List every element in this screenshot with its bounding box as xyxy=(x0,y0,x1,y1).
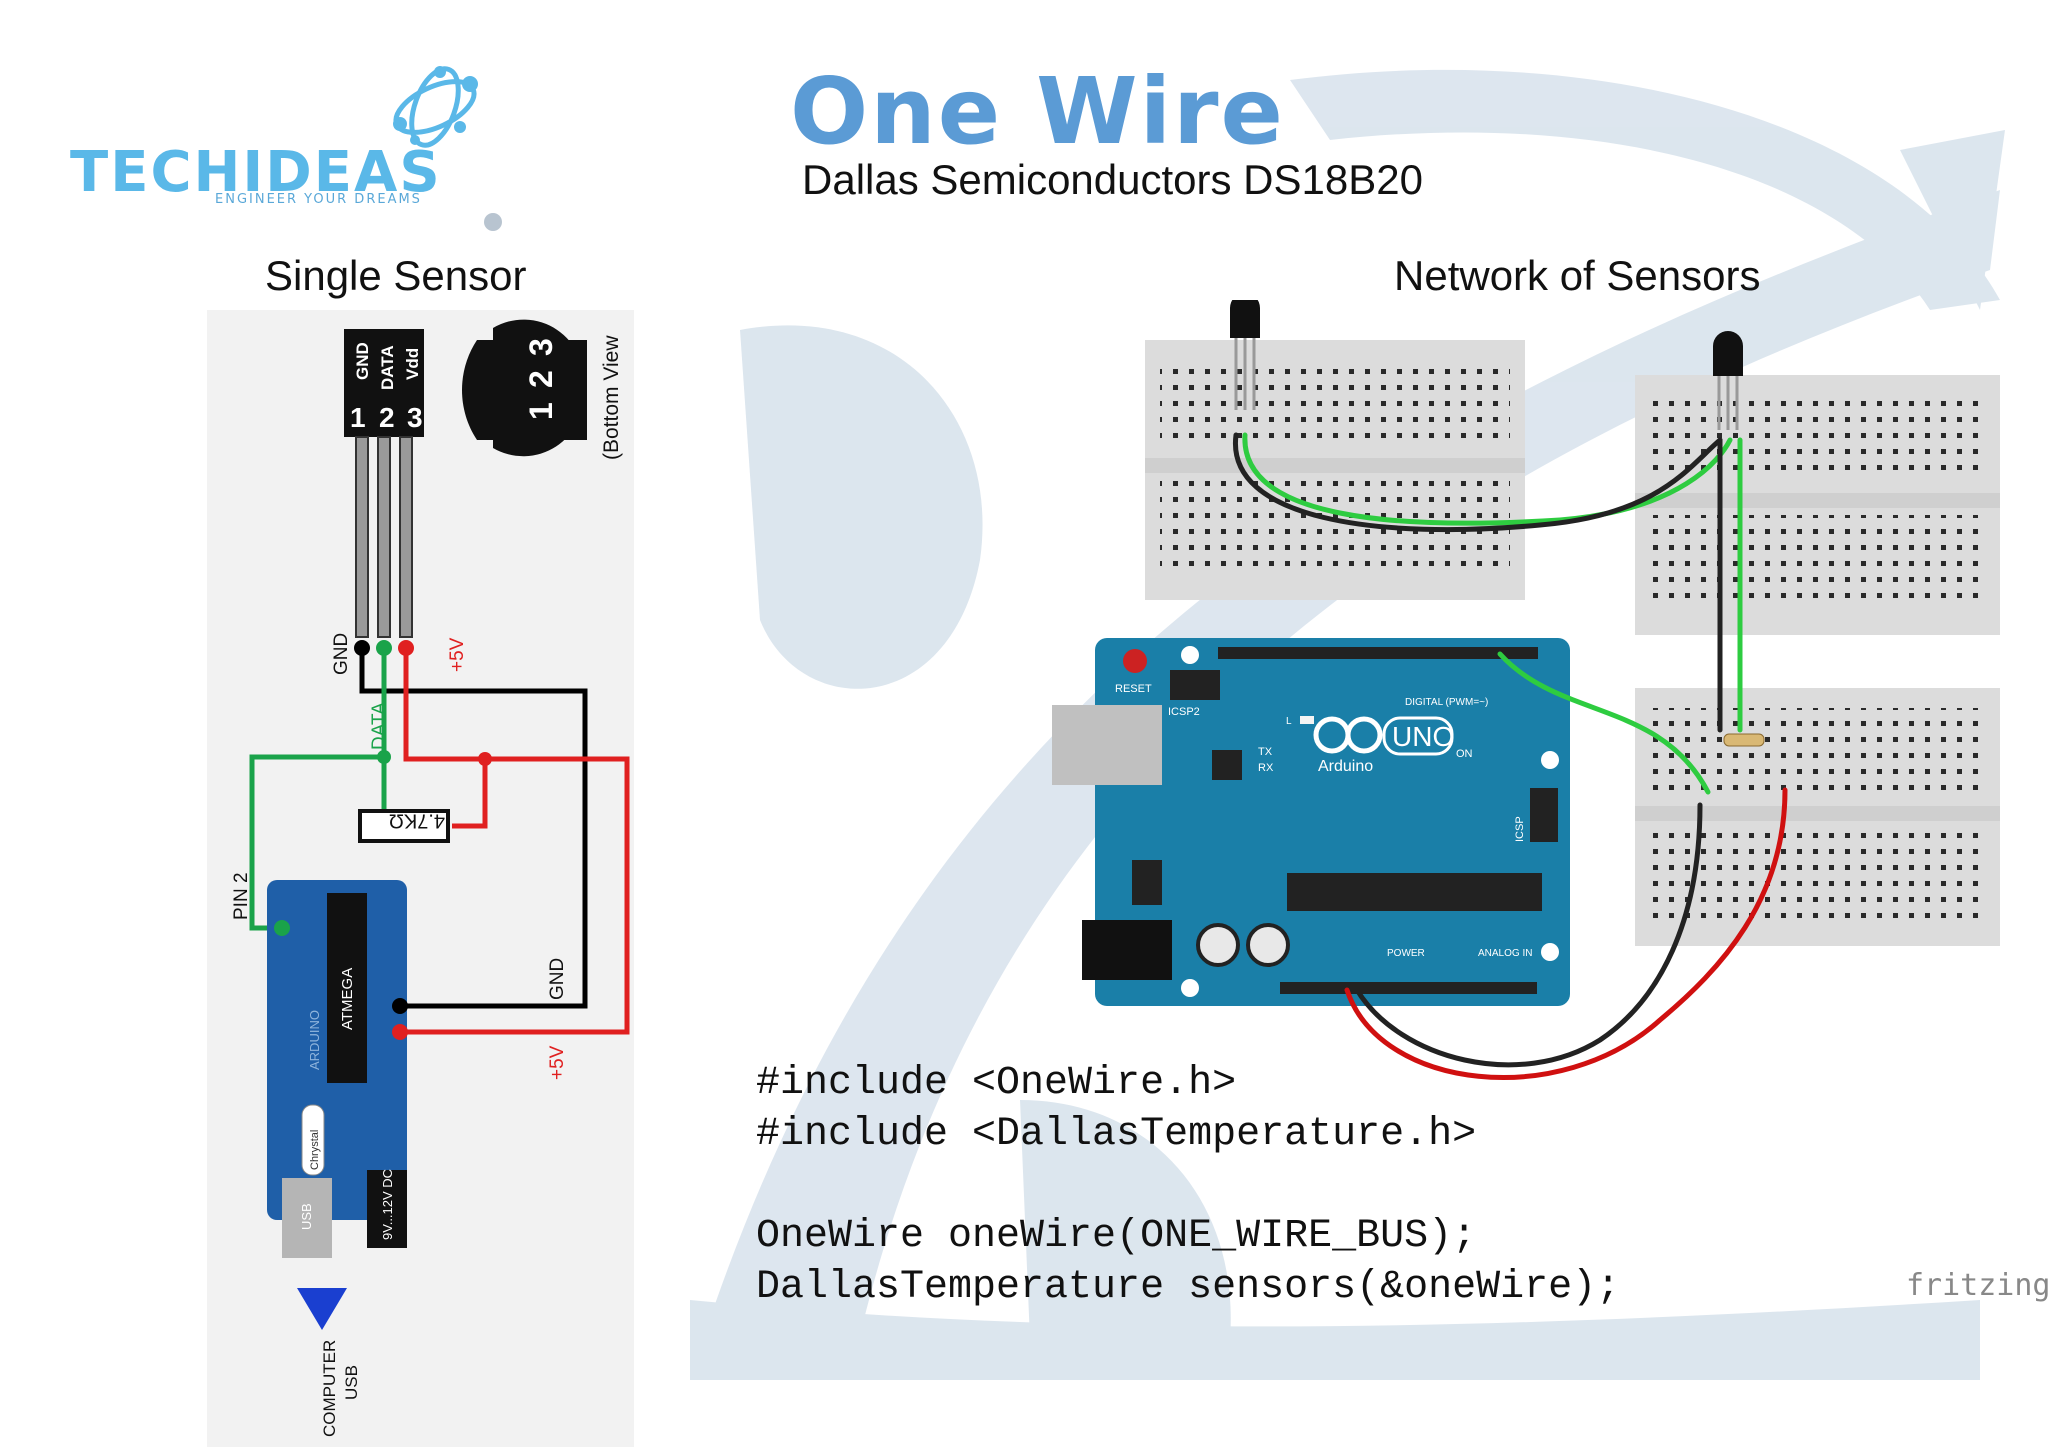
page-title: One Wire xyxy=(790,58,1285,165)
board-label-gnd: GND xyxy=(547,958,568,1000)
data-wire xyxy=(249,648,387,931)
gnd-wire xyxy=(359,648,588,1009)
chip-label: ATMEGA xyxy=(339,968,356,1030)
bottom-number-3: 3 xyxy=(523,338,559,356)
red-wire-5v xyxy=(1344,787,1788,1080)
reset-label: RESET xyxy=(1115,683,1152,695)
logo-tagline: ENGINEER YOUR DREAMS xyxy=(215,192,422,207)
power-header-label: POWER xyxy=(1387,948,1425,959)
rx-label: RX xyxy=(1258,762,1274,774)
resistor-label: 4.7KΩ xyxy=(389,810,445,832)
vcc-resistor-wire xyxy=(452,759,488,829)
network-resistor xyxy=(1723,733,1765,747)
black-wire-sensors xyxy=(1233,432,1723,533)
green-wire-sensors xyxy=(1242,432,1733,526)
fritzing-credit: fritzing xyxy=(1906,1268,2048,1303)
code-line-4: OneWire oneWire(ONE_WIRE_BUS); xyxy=(756,1214,1477,1259)
usb-arrow-icon xyxy=(297,1288,347,1330)
page-subtitle: Dallas Semiconductors DS18B20 xyxy=(802,156,1423,203)
logo-wordmark: TECHIDEAS xyxy=(70,140,442,205)
pin-number-2: 2 xyxy=(379,402,395,433)
resistor xyxy=(358,809,450,843)
bottom-number-2: 2 xyxy=(523,370,559,388)
code-line-5: DallasTemperature sensors(&oneWire); xyxy=(756,1265,1621,1310)
board-label-5v: +5V xyxy=(547,1045,568,1080)
power-label: 9V...12V DC xyxy=(380,1169,395,1240)
computer-usb-label: USB xyxy=(342,1365,361,1400)
icsp-label: ICSP xyxy=(1514,816,1526,842)
wire-label-gnd: GND xyxy=(331,633,352,675)
analog-header-label: ANALOG IN xyxy=(1478,948,1532,959)
icsp2-label: ICSP2 xyxy=(1168,706,1200,718)
section-title-single: Single Sensor xyxy=(265,252,527,299)
logo-molecule-icon xyxy=(393,66,478,148)
power-jack xyxy=(367,1170,407,1248)
code-block: #include <OneWire.h> #include <DallasTemp… xyxy=(756,1058,1620,1313)
code-line-1: #include <OneWire.h> xyxy=(756,1061,1237,1106)
breadboard-2 xyxy=(1635,375,2000,635)
sensor-body xyxy=(344,329,424,437)
bottom-number-1: 1 xyxy=(523,402,559,420)
pin-number-1: 1 xyxy=(350,402,366,433)
sensor-1 xyxy=(1230,300,1260,410)
breadboard-1 xyxy=(1145,340,1525,600)
single-sensor-schematic: GND DATA Vdd 1 2 3 1 2 3 (Bottom View xyxy=(231,319,630,1437)
breadboard-3 xyxy=(1635,688,2000,946)
crystal-label: Chrystal xyxy=(309,1130,321,1170)
uno-label: UNO xyxy=(1392,721,1454,752)
bottom-view-label: (Bottom View xyxy=(600,335,623,460)
usb-label: USB xyxy=(299,1203,314,1230)
code-line-2: #include <DallasTemperature.h> xyxy=(756,1112,1477,1157)
pin-number-3: 3 xyxy=(407,402,423,433)
led-l-label: L xyxy=(1286,716,1292,727)
digital-label: DIGITAL (PWM=~) xyxy=(1405,697,1488,708)
pin-label-gnd: GND xyxy=(353,342,372,380)
atmega-chip xyxy=(327,893,367,1083)
code-line-3 xyxy=(756,1160,1620,1211)
vcc-wire xyxy=(400,648,630,1035)
black-wire-gnd xyxy=(1354,802,1703,1068)
on-label: ON xyxy=(1456,748,1473,760)
board-brand: ARDUINO xyxy=(307,1010,322,1070)
arduino-label: Arduino xyxy=(1318,758,1373,775)
wire-label-5v: +5V xyxy=(447,637,468,672)
single-sensor-panel xyxy=(207,310,634,1447)
wire-label-pin2: PIN 2 xyxy=(231,872,252,920)
pin-label-data: DATA xyxy=(378,345,397,390)
sensor-bottom-view-body xyxy=(462,340,587,440)
sensor-2 xyxy=(1713,331,1743,430)
decorative-dot xyxy=(484,213,502,231)
arduino-uno-board: RESET ICSP2 DIGITAL (PWM=~) L UNO Arduin… xyxy=(1052,638,1570,1006)
network-schematic: RESET ICSP2 DIGITAL (PWM=~) L UNO Arduin… xyxy=(1052,300,2000,1080)
section-title-network: Network of Sensors xyxy=(1394,252,1761,299)
computer-label: COMPUTER xyxy=(320,1340,339,1437)
pin-label-vdd: Vdd xyxy=(403,348,422,380)
wire-label-data: DATA xyxy=(369,702,390,750)
usb-port xyxy=(282,1178,332,1258)
tx-label: TX xyxy=(1258,746,1273,758)
green-wire-data xyxy=(1497,651,1711,795)
